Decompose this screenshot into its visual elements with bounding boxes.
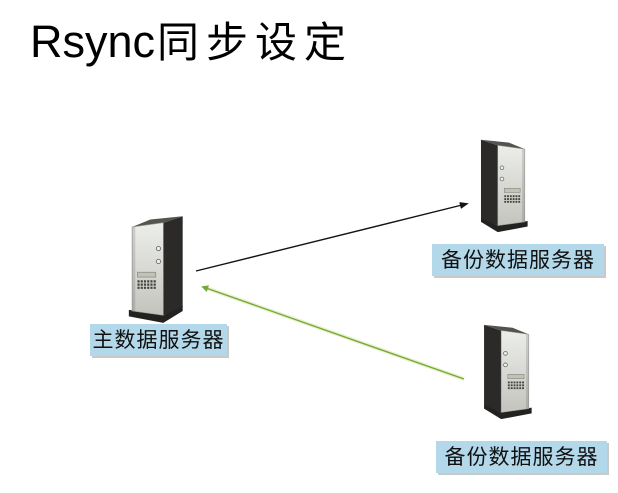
backup-server-top-icon [473, 137, 530, 234]
page-title-latin: Rsync [30, 16, 156, 67]
backup-server-bottom-icon [475, 322, 535, 421]
main-server-label: 主数据服务器 [90, 324, 227, 356]
main-server-icon [126, 213, 192, 325]
sync-arrow-main-to-backup-top [195, 202, 469, 272]
sync-arrow-backup-bottom-to-main [201, 285, 465, 380]
page-title: Rsync同步设定 [30, 14, 353, 70]
page-title-cjk: 同步设定 [157, 18, 354, 67]
backup-server-bottom-label: 备份数据服务器 [436, 441, 607, 473]
backup-server-top-label: 备份数据服务器 [432, 244, 604, 276]
sync-arrow-backup-bottom-to-main-halo [204, 285, 465, 381]
